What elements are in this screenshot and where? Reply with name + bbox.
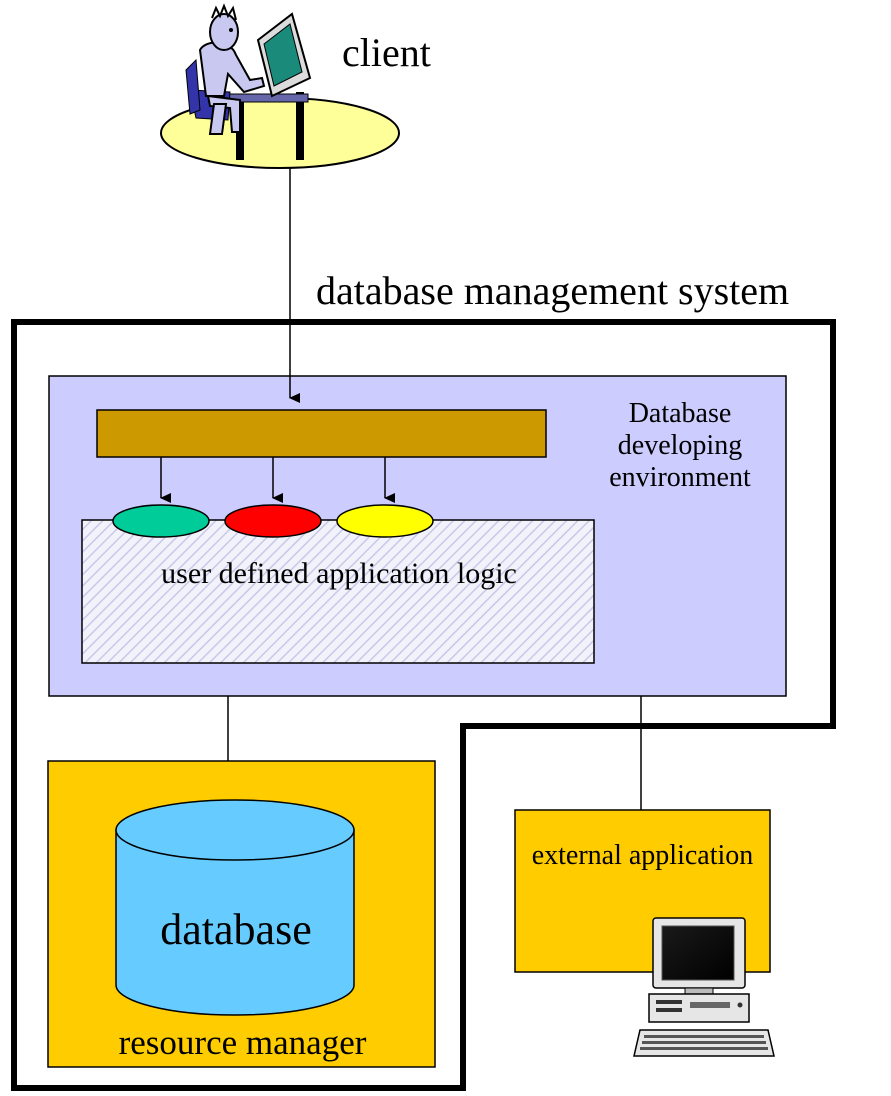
database-label: database bbox=[160, 905, 312, 954]
yellow-oval bbox=[336, 504, 434, 538]
green-oval bbox=[112, 504, 210, 538]
application-logic-box bbox=[81, 519, 595, 664]
interface-bar bbox=[96, 409, 547, 458]
dbms-label: database management system bbox=[316, 268, 790, 313]
developing-environment-label: Database developing environment bbox=[609, 398, 751, 494]
client-user-icon bbox=[185, 3, 312, 160]
client-label: client bbox=[342, 30, 431, 75]
resource-manager-label: resource manager bbox=[118, 1023, 367, 1062]
database-cylinder-icon bbox=[115, 799, 355, 1016]
external-application-label: external application bbox=[531, 840, 754, 871]
application-logic-label: user defined application logic bbox=[161, 557, 517, 590]
desktop-computer-icon bbox=[633, 917, 775, 1057]
dbms-boundary bbox=[11, 319, 836, 1091]
red-oval bbox=[224, 504, 322, 538]
